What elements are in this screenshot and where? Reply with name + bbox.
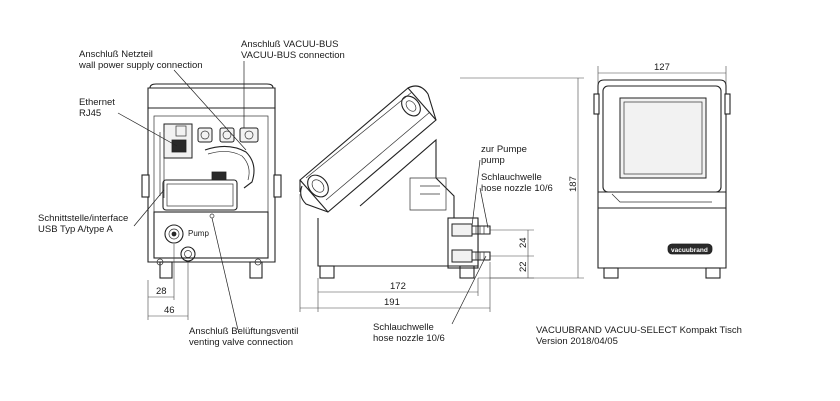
svg-text:hose nozzle 10/6: hose nozzle 10/6 [373,333,445,344]
callout-ethernet: Ethernet [79,97,115,108]
callout-hose-upper-en: hose nozzle 10/6 [481,183,553,194]
svg-text:zur Pumpe: zur Pumpe [481,144,527,155]
side-callouts: zur Pumpe pump Schlauchwelle hose nozzle… [373,144,553,344]
callout-pump-en: pump [481,155,505,166]
svg-text:Ethernet: Ethernet [79,97,115,108]
side-view [299,85,491,279]
rear-dimensions: 28 46 [147,244,189,320]
callout-usb-en: USB Typ A/type A [38,224,113,235]
callout-venting-de: Anschluß Belüftungsventil [189,326,298,337]
svg-text:USB Typ A/type A: USB Typ A/type A [38,224,113,235]
front-view: vacuubrand [593,79,731,279]
side-dimensions: 172 191 24 22 187 [299,77,584,312]
callout-vacuubus-en: VACUU-BUS connection [241,50,345,61]
dim-172: 172 [390,281,406,292]
title-line-2: Version 2018/04/05 [536,336,618,347]
callout-venting-en: venting valve connection [189,337,293,348]
callout-pump-de: zur Pumpe [481,144,527,155]
title-block: VACUUBRAND VACUU-SELECT Kompakt Tisch Ve… [536,325,742,347]
dim-22: 22 [518,261,529,272]
brand-badge-text: vacuubrand [671,247,708,254]
svg-text:hose nozzle 10/6: hose nozzle 10/6 [481,183,553,194]
dim-187: 187 [568,176,579,192]
dim-28: 28 [156,286,167,297]
callout-usb-de: Schnittstelle/interface [38,213,128,224]
dim-127: 127 [654,62,670,73]
callout-rj45: RJ45 [79,108,101,119]
svg-text:RJ45: RJ45 [79,108,101,119]
callout-power-de: Anschluß Netzteil [79,49,153,60]
svg-text:venting valve connection: venting valve connection [189,337,293,348]
dim-24: 24 [518,237,529,248]
svg-text:Schnittstelle/interface: Schnittstelle/interface [38,213,128,224]
callout-hose-lower-de: Schlauchwelle [373,322,434,333]
svg-text:Anschluß VACUU-BUS: Anschluß VACUU-BUS [241,39,339,50]
svg-text:Schlauchwelle: Schlauchwelle [373,322,434,333]
callout-hose-upper-de: Schlauchwelle [481,172,542,183]
dim-191: 191 [384,297,400,308]
rear-view: Pump [141,83,282,279]
title-line-1: VACUUBRAND VACUU-SELECT Kompakt Tisch [536,325,742,336]
svg-text:Anschluß Netzteil: Anschluß Netzteil [79,49,153,60]
pump-port-label: Pump [188,229,209,238]
dim-46: 46 [164,305,175,316]
svg-text:VACUU-BUS connection: VACUU-BUS connection [241,50,345,61]
svg-text:pump: pump [481,155,505,166]
front-dimensions: 127 [597,62,727,84]
callout-power-en: wall power supply connection [78,60,203,71]
svg-text:wall power supply connection: wall power supply connection [78,60,203,71]
rear-callouts: Anschluß Netzteil wall power supply conn… [38,39,345,348]
svg-text:Schlauchwelle: Schlauchwelle [481,172,542,183]
callout-vacuubus-de: Anschluß VACUU-BUS [241,39,339,50]
callout-hose-lower-en: hose nozzle 10/6 [373,333,445,344]
svg-text:Anschluß Belüftungsventil: Anschluß Belüftungsventil [189,326,298,337]
